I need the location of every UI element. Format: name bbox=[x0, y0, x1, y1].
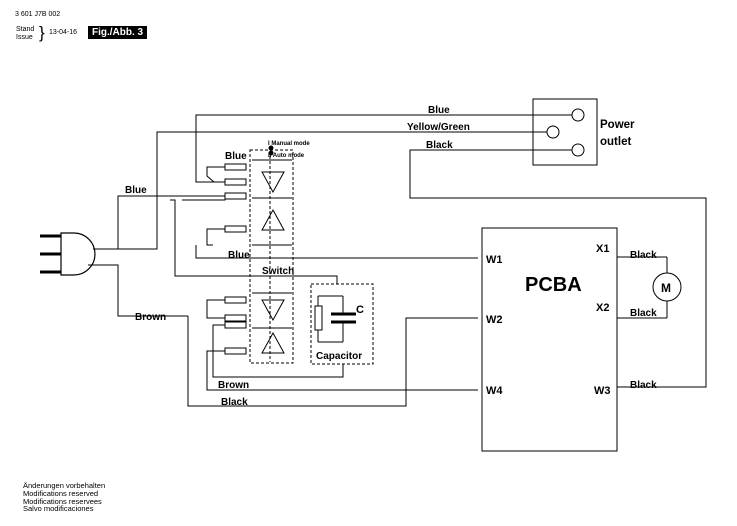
switch-label: Switch bbox=[262, 266, 294, 277]
capacitor-symbol bbox=[314, 295, 356, 343]
note-line: Änderungen vorbehalten bbox=[23, 481, 106, 490]
motor-label: M bbox=[661, 281, 671, 295]
stand-label: Stand bbox=[16, 26, 35, 33]
pcba-label: PCBA bbox=[525, 274, 582, 296]
wire-label-black-top: Black bbox=[426, 140, 453, 151]
capacitor-ref-label: C bbox=[356, 304, 364, 316]
brace: } bbox=[39, 23, 45, 42]
wire-label-brown-bottom: Brown bbox=[218, 380, 249, 391]
plug-icon bbox=[40, 195, 225, 317]
wire-label-black-x2: Black bbox=[630, 308, 657, 319]
terminal-w4: W4 bbox=[486, 385, 503, 397]
mode-auto-label: II Auto mode bbox=[268, 153, 305, 159]
document-number: 3 601 J7B 002 bbox=[15, 11, 61, 18]
capacitor-label: Capacitor bbox=[316, 351, 362, 362]
terminal-x1: X1 bbox=[596, 243, 609, 255]
footer-notes: Änderungen vorbehalten Modifications res… bbox=[23, 482, 105, 513]
switch-box bbox=[249, 149, 294, 364]
terminal-w2: W2 bbox=[486, 314, 503, 326]
issue-label: Issue bbox=[16, 34, 33, 41]
terminal-w1: W1 bbox=[486, 254, 503, 266]
wire-label-yellow-green: Yellow/Green bbox=[407, 122, 470, 133]
motor-icon bbox=[617, 256, 682, 319]
wire-label-black-w3: Black bbox=[630, 380, 657, 391]
note-line: Salvo modificaciones bbox=[23, 504, 94, 514]
wire-label-blue-top: Blue bbox=[428, 105, 450, 116]
wire-label-blue-w1: Blue bbox=[228, 250, 250, 261]
power-outlet-label: Power bbox=[600, 119, 635, 131]
mode-manual-label: I Manual mode bbox=[268, 141, 310, 147]
wire-label-black-bottom: Black bbox=[221, 397, 248, 408]
issue-date: 13-04-16 bbox=[49, 29, 78, 36]
terminal-w3: W3 bbox=[594, 385, 611, 397]
figure-badge: Fig./Abb. 3 bbox=[88, 26, 148, 39]
pcba-box bbox=[481, 227, 618, 452]
wire-label-brown-left: Brown bbox=[135, 312, 166, 323]
terminal-x2: X2 bbox=[596, 302, 609, 314]
wire-label-blue-switch: Blue bbox=[225, 151, 247, 162]
wire-label-black-x1: Black bbox=[630, 250, 657, 261]
wire-label-blue-plug: Blue bbox=[125, 185, 147, 196]
capacitor-box bbox=[310, 283, 374, 365]
power-outlet-label-2: outlet bbox=[600, 136, 631, 148]
note-line: Modifications reserved bbox=[23, 488, 99, 498]
note-line: Modifications reservees bbox=[23, 496, 102, 506]
